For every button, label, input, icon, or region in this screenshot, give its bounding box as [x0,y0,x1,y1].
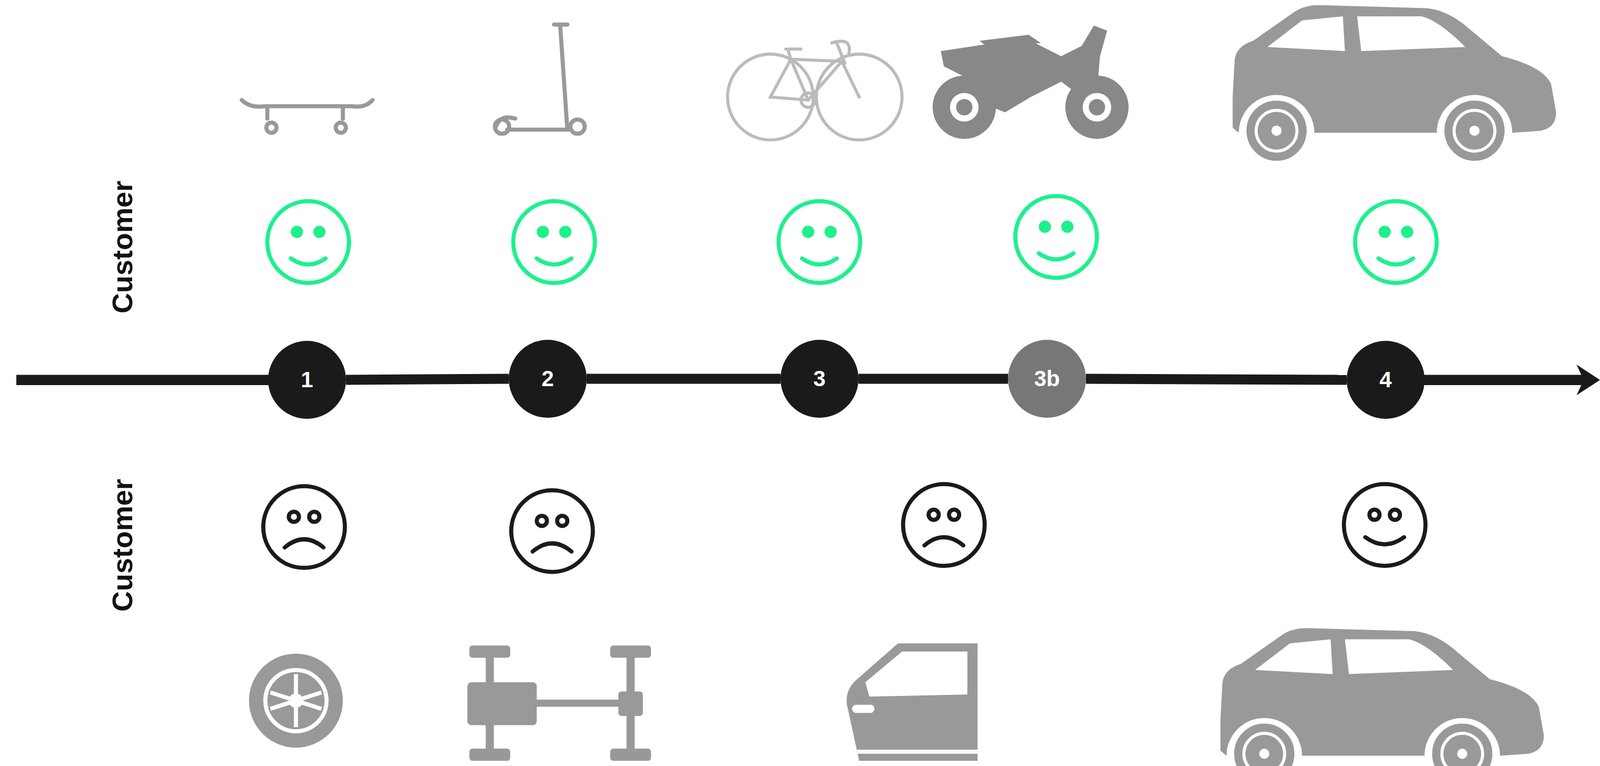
car-icon [1232,5,1557,163]
axis-label: Customer [105,478,139,612]
step-circle: 1 [268,340,347,419]
timeline-segment [346,378,509,380]
timeline-segment [586,373,781,384]
step-circle: 4 [1346,340,1425,419]
motorbike-icon [932,25,1129,139]
timeline-segment [1085,378,1347,380]
sad-face [263,484,985,572]
step-number: 3 [813,366,826,392]
step-number: 3b [1033,366,1060,392]
step-number: 1 [300,367,313,393]
bicycle-icon [727,41,902,140]
car-icon [1220,627,1544,766]
wheel-icon [249,653,343,748]
happy-face [267,195,1437,283]
axis-label: Customer [105,180,139,314]
step-circle: 2 [508,339,587,418]
skateboard-icon [241,100,373,133]
step-number: 4 [1379,367,1392,393]
door-icon [846,643,979,761]
scooter-icon [495,24,586,134]
step-number: 2 [541,366,554,392]
timeline-segment [858,373,1009,384]
step-circle: 3b [1008,339,1086,418]
chassis-icon [467,645,651,761]
step-circle: 3 [780,339,859,418]
happy-face [1344,484,1426,566]
